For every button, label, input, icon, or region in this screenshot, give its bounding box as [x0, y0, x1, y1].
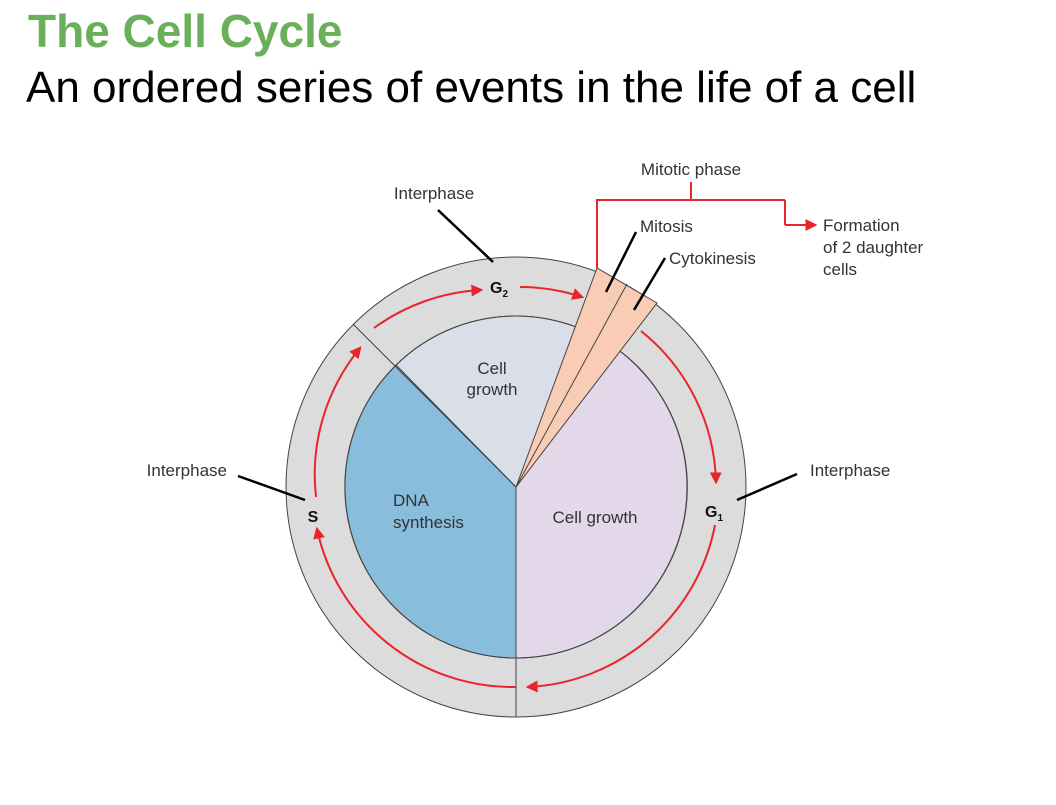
g2-label: G2: [490, 280, 508, 300]
arrow-g2-to-mitosis: [519, 286, 585, 300]
arrow-g1-to-s-interphase: [525, 524, 716, 693]
s-label: S: [308, 509, 319, 526]
dna-synthesis-line-2: synthesis: [393, 513, 464, 532]
leader-interphase-top: [437, 209, 494, 263]
interphase-label-top: Interphase: [394, 184, 474, 203]
g1-label: G1: [705, 504, 723, 524]
g2-s-divider: [352, 323, 517, 488]
mitosis-label: Mitosis: [640, 217, 693, 236]
dna-synthesis-line-1: DNA: [393, 491, 430, 510]
interphase-label-right: Interphase: [810, 461, 890, 480]
cytokinesis-label: Cytokinesis: [669, 249, 756, 268]
interphase-label-left: Interphase: [147, 461, 227, 480]
mitotic-phase-bracket: [596, 199, 785, 268]
cell-growth-top-line-1: Cell: [477, 359, 506, 378]
page-title: The Cell Cycle: [28, 5, 343, 57]
formation-line-2: of 2 daughter: [823, 238, 924, 257]
leader-mitosis: [604, 231, 638, 293]
page-subtitle: An ordered series of events in the life …: [26, 63, 917, 112]
arrow-s-to-g2: [313, 346, 362, 498]
arrow-bottom-to-s: [313, 526, 517, 689]
leader-interphase-right: [736, 472, 798, 502]
arrow-cytokinesis-to-g1: [640, 330, 722, 485]
mitotic-wedge: [515, 267, 658, 488]
cell-growth-right-label: Cell growth: [552, 508, 637, 527]
formation-line-1: Formation: [823, 216, 900, 235]
leader-cytokinesis: [632, 257, 667, 311]
mitosis-cytokinesis-divider: [515, 283, 628, 488]
arrow-g2-section: [373, 284, 484, 329]
leader-interphase-left: [237, 474, 306, 502]
mitotic-phase-label: Mitotic phase: [641, 160, 741, 179]
cell-growth-top-line-2: growth: [466, 380, 517, 399]
formation-line-3: cells: [823, 260, 857, 279]
